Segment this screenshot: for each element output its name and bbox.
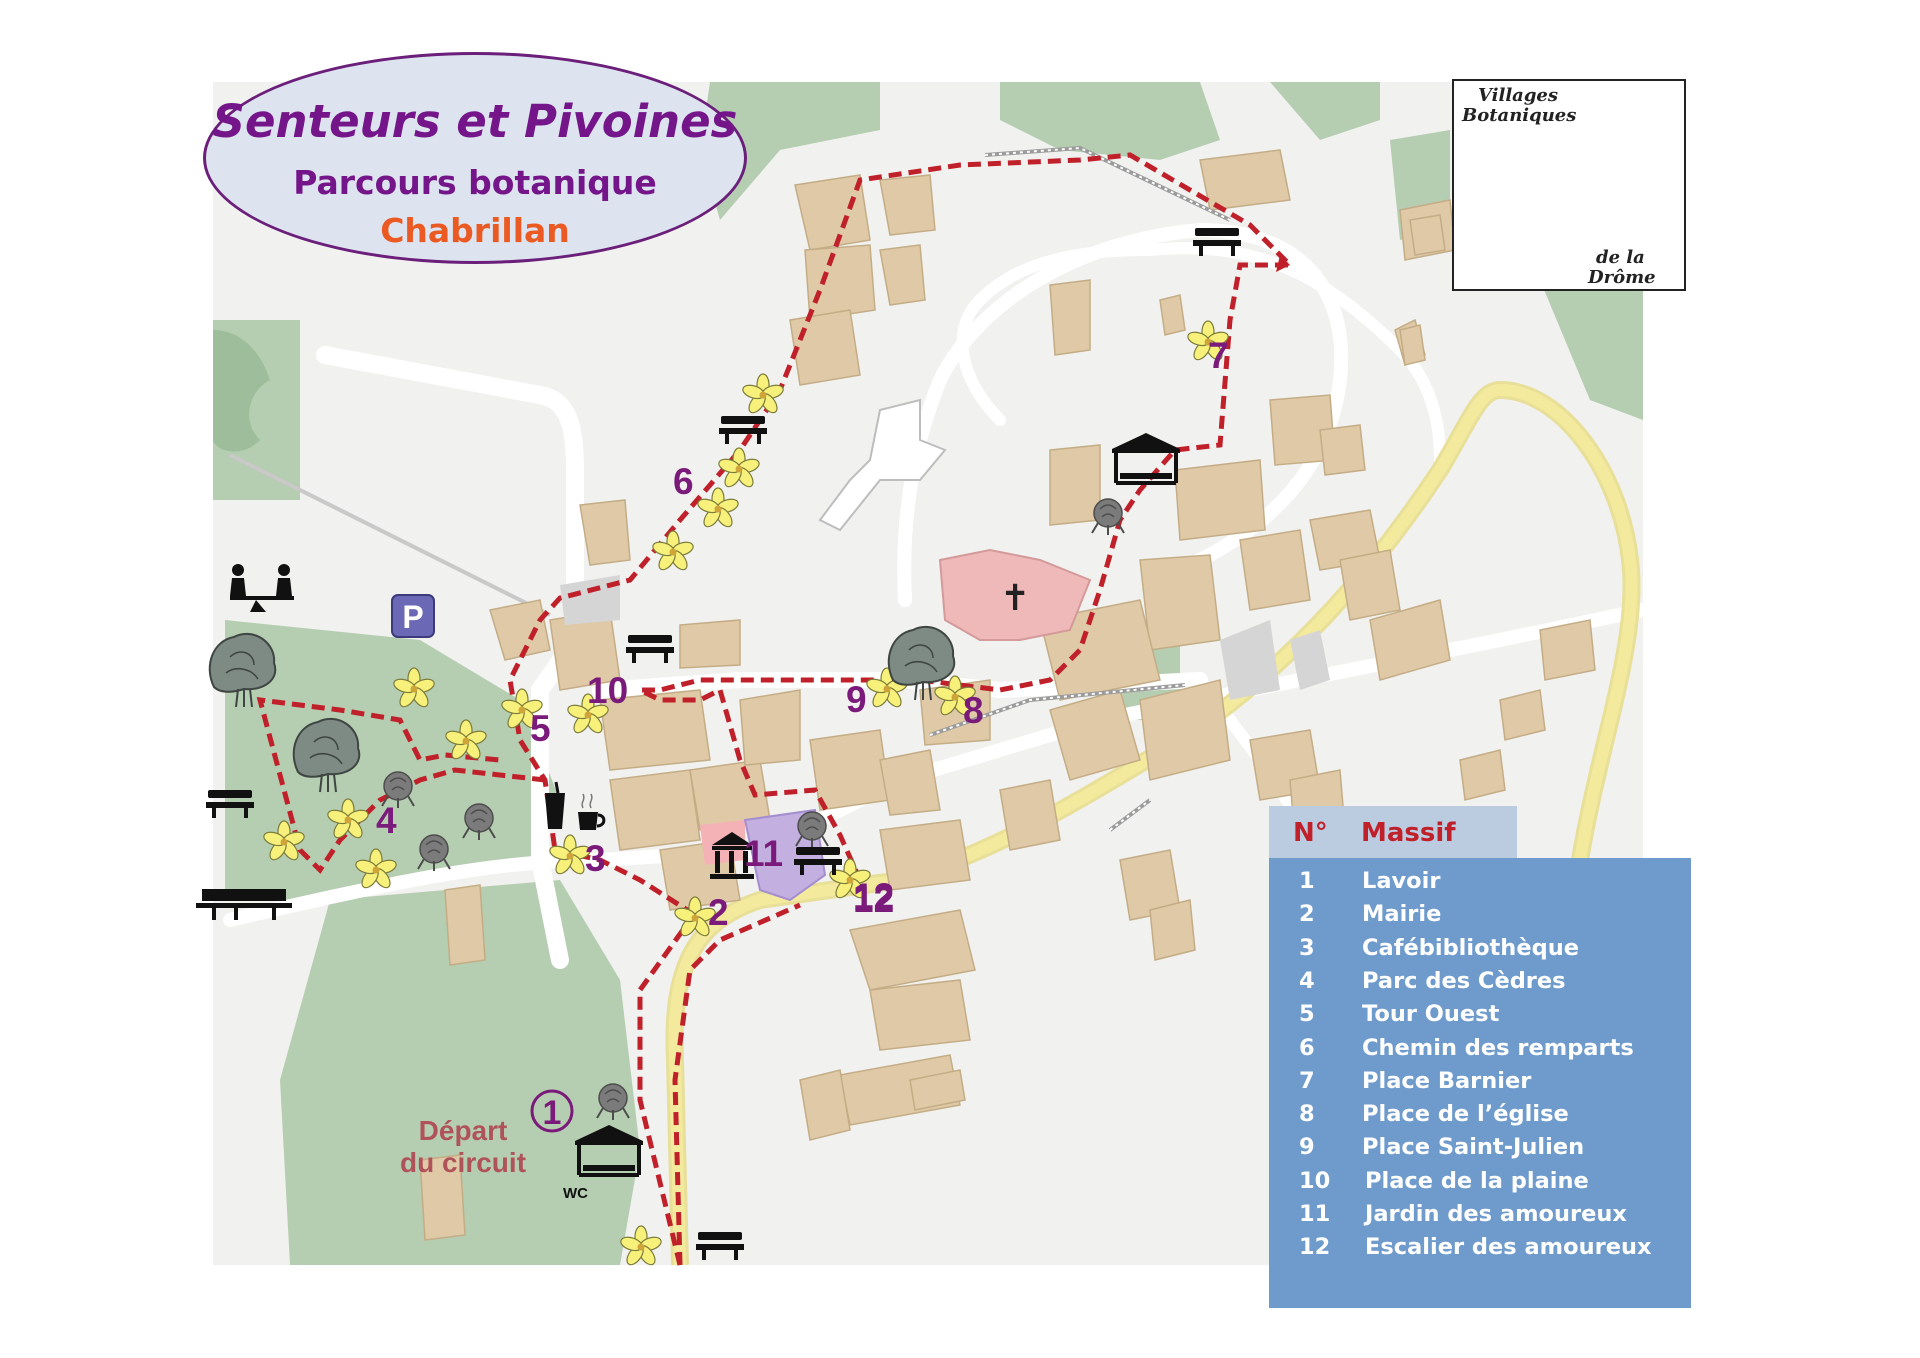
fence-line — [229, 453, 551, 617]
legend-row-number: 4 — [1299, 967, 1315, 994]
map-title: Senteurs et Pivoines — [212, 95, 738, 148]
church — [938, 548, 1092, 641]
legend-row-number: 3 — [1299, 934, 1315, 961]
green-areas — [213, 82, 1643, 1265]
stairs-steps — [929, 146, 1231, 831]
stop-number: 11 — [744, 833, 783, 874]
castle-outline — [818, 398, 947, 532]
start-label-line1: Départ — [418, 1115, 508, 1146]
legend-row-name: Mairie — [1362, 901, 1442, 928]
legend-header: N° Massif — [1269, 806, 1517, 860]
start-circle — [530, 1089, 574, 1133]
legend-row-name: Place Barnier — [1362, 1067, 1532, 1094]
buildings — [419, 149, 1596, 1241]
logo-text-line4: Drôme — [1588, 267, 1656, 288]
legend-col-number: N° — [1293, 818, 1328, 848]
logo-text-line3: de la — [1596, 247, 1645, 268]
stop-number: 8 — [963, 690, 984, 731]
logo-text-line2: Botaniques — [1462, 105, 1577, 126]
town-hall-icon — [710, 832, 754, 879]
legend-row-name: Lavoir — [1362, 868, 1441, 894]
parking-icon — [391, 594, 435, 638]
legend-row-name: Parc des Cèdres — [1362, 967, 1566, 994]
legend-row-number: 2 — [1299, 901, 1315, 928]
legend-row-name: Place de la plaine — [1365, 1167, 1589, 1194]
stop-number: 2 — [708, 892, 729, 933]
legend-row-number: 1 — [1299, 868, 1315, 894]
legend-table: 1 Lavoir 2 Mairie 3 Cafébibliothèque 4 Parc des… — [1269, 858, 1691, 1308]
stop-number: 7 — [1208, 335, 1229, 376]
start-number: 1 — [543, 1094, 562, 1132]
legend-row-number: 6 — [1299, 1034, 1315, 1061]
legend-row-number: 9 — [1299, 1134, 1315, 1161]
legend-row: 11 Jardin des amoureux — [1269, 1201, 1691, 1234]
legend-row-number: 5 — [1299, 1001, 1315, 1028]
legend-row: 6 Chemin des remparts — [1269, 1035, 1691, 1068]
legend-row-name: Place de l’église — [1362, 1101, 1569, 1128]
coffee-cup-icon — [578, 793, 606, 830]
legend-row-number: 7 — [1299, 1067, 1315, 1094]
stop-number: 12 — [853, 876, 895, 917]
stop-number: 3 — [585, 838, 606, 879]
drink-cup-icon — [545, 781, 565, 829]
village-name: Chabrillan — [380, 211, 570, 250]
legend-row: 4 Parc des Cèdres — [1269, 968, 1691, 1001]
legend-row: 3 Cafébibliothèque — [1269, 935, 1691, 968]
legend-col-name: Massif — [1361, 818, 1456, 848]
wc-label: WC — [563, 1185, 588, 1202]
route-arrow — [1276, 255, 1290, 272]
legend-row: 8 Place de l’église — [1269, 1101, 1691, 1134]
legend-row: 7 Place Barnier — [1269, 1068, 1691, 1101]
start-label-line2: du circuit — [400, 1147, 527, 1178]
legend-row: 10 Place de la plaine — [1269, 1168, 1691, 1201]
legend-row: 1 Lavoir — [1269, 868, 1691, 901]
playground-icon — [230, 564, 294, 612]
stop-number: 9 — [846, 679, 867, 720]
stop-number: 6 — [673, 461, 694, 502]
legend-row-name: Chemin des remparts — [1362, 1034, 1634, 1061]
legend-row-name: Cafébibliothèque — [1362, 934, 1579, 961]
church-cross-icon: ✝ — [1000, 578, 1030, 619]
legend-row-name: Jardin des amoureux — [1365, 1201, 1627, 1227]
grey-buildings — [560, 575, 1330, 700]
legend-row-name: Escalier des amoureux — [1365, 1234, 1652, 1261]
stop-numbers: 2 3 4 5 6 7 8 9 10 11 12 — [376, 335, 1229, 933]
legend-row: 9 Place Saint-Julien — [1269, 1134, 1691, 1167]
legend-row-number: 12 — [1299, 1234, 1331, 1261]
legend-row: 5 Tour Ouest — [1269, 1001, 1691, 1034]
stop-number: 12 — [853, 879, 894, 920]
legend-row: 12 Escalier des amoureux — [1269, 1234, 1691, 1267]
title-badge: Senteurs et Pivoines Parcours botanique … — [203, 52, 747, 264]
legend-row-number: 10 — [1299, 1167, 1331, 1194]
villages-botaniques-logo: Villages Botaniques de la Drôme — [1452, 79, 1686, 291]
legend-row: 2 Mairie — [1269, 901, 1691, 934]
legend-row-name: Place Saint-Julien — [1362, 1134, 1585, 1161]
start-label: Départ du circuit — [400, 1115, 526, 1179]
stop-number: 4 — [376, 800, 397, 841]
legend-row-number: 8 — [1299, 1101, 1315, 1128]
legend-row-name: Tour Ouest — [1362, 1001, 1500, 1028]
parking-label: P — [402, 599, 423, 635]
legend-row-number: 11 — [1299, 1201, 1331, 1227]
logo-text-line1: Villages — [1478, 85, 1558, 106]
stop-number: 5 — [530, 708, 551, 749]
map-subtitle: Parcours botanique — [293, 163, 657, 202]
stop-number: 10 — [587, 670, 628, 711]
